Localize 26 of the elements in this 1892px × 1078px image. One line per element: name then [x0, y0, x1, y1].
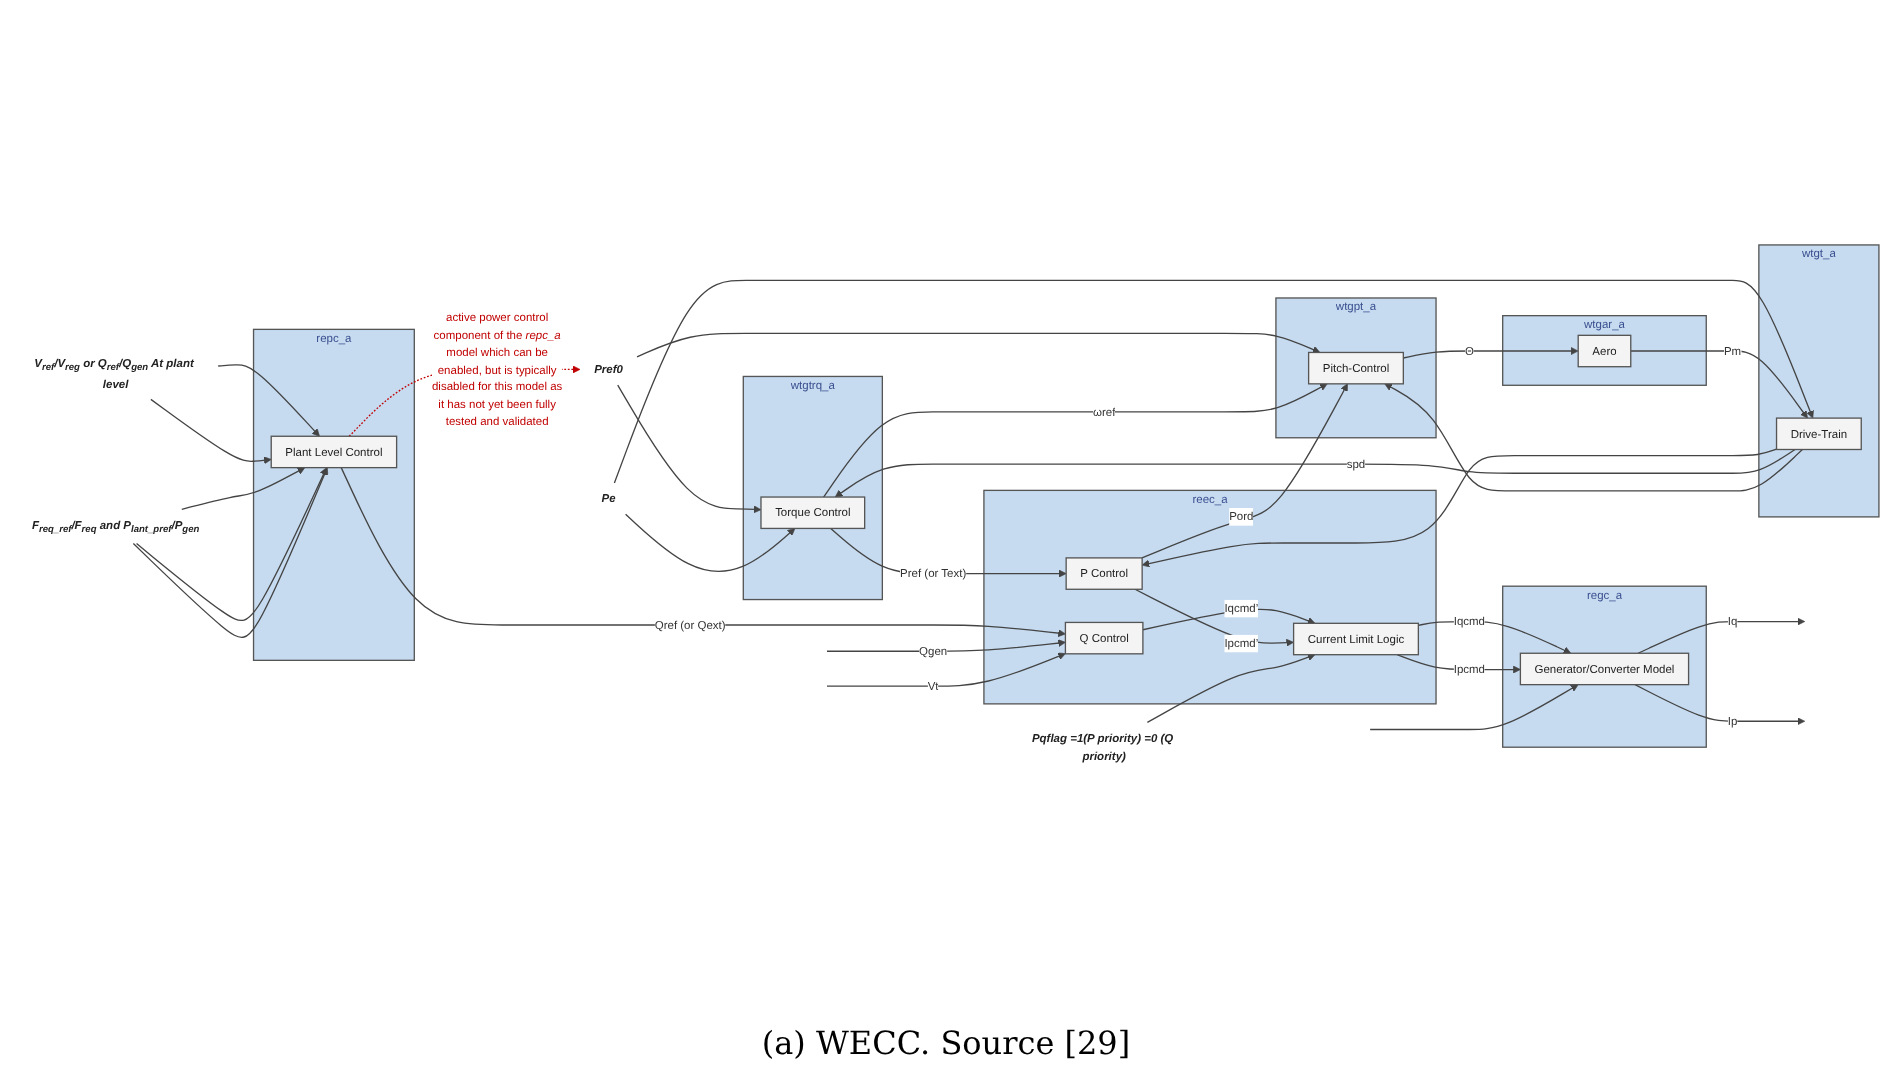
arrow [217, 364, 320, 437]
arrow [181, 467, 306, 510]
arrow [1402, 347, 1579, 359]
arrow [624, 513, 796, 573]
arrow [1134, 588, 1294, 647]
arrow [1634, 684, 1806, 726]
caption: (a) WECC. Source [29] [761, 1024, 1131, 1062]
arrow [826, 652, 1066, 687]
arrow [1417, 620, 1572, 654]
arrow [340, 466, 1066, 637]
arrow [834, 448, 1796, 498]
arrow [1141, 383, 1348, 559]
arrow [1141, 448, 1778, 568]
arrow [636, 332, 1321, 358]
arrow [1384, 383, 1804, 492]
arrow [822, 383, 1328, 498]
arrow [1630, 350, 1808, 419]
arrow [1142, 608, 1316, 631]
arrow [1637, 617, 1806, 654]
arrow [1396, 654, 1521, 674]
arrow [826, 639, 1066, 652]
arrow [613, 279, 1814, 484]
arrow [1369, 684, 1579, 731]
arrow [150, 398, 272, 465]
arrow [1146, 653, 1316, 724]
arrow [617, 384, 762, 514]
